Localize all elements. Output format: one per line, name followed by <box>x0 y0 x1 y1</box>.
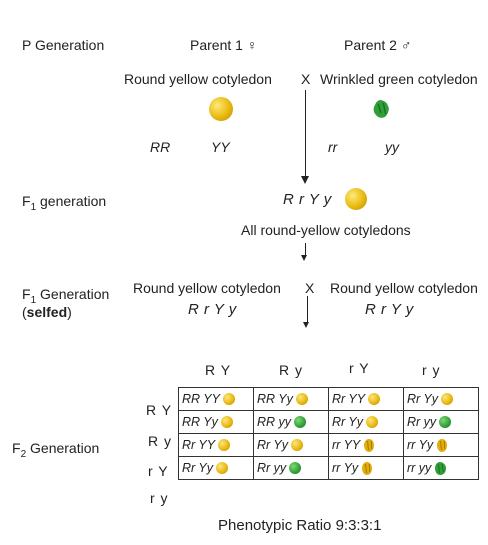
punnett-cell: RR YY <box>178 387 254 411</box>
punnett-cell: RR Yy <box>253 387 329 411</box>
f2-col-header-3: r Y <box>349 360 370 376</box>
parent2-phenotype: Wrinkled green cotyledon <box>320 71 478 87</box>
punnett-cell: Rr yy <box>403 410 479 434</box>
f1-round-yellow-pea-icon <box>345 188 367 210</box>
cell-genotype: Rr yy <box>257 461 287 475</box>
wrinkled-yellow-pea-icon <box>362 461 373 475</box>
p-cross-symbol: X <box>301 71 311 87</box>
selfed-left-genotype: R r Y y <box>188 301 237 318</box>
f1-description: All round-yellow cotyledons <box>241 222 411 238</box>
p-generation-label: P Generation <box>22 37 105 53</box>
cell-genotype: rr Yy <box>407 438 434 452</box>
phenotypic-ratio: Phenotypic Ratio 9:3:3:1 <box>218 517 382 534</box>
p-to-f1-arrow-line <box>305 90 306 178</box>
selfed-cross-symbol: X <box>305 280 315 296</box>
parent2-genotype-y: yy <box>385 139 399 155</box>
punnett-cell: Rr YY <box>178 433 254 457</box>
cell-genotype: rr yy <box>407 461 432 475</box>
cell-genotype: RR yy <box>257 415 292 429</box>
cell-genotype: Rr Yy <box>332 415 364 429</box>
wrinkled-yellow-pea-icon <box>364 438 375 452</box>
f2-col-header-4: r y <box>422 362 441 378</box>
f1-generation-label: F1 generation <box>22 193 107 213</box>
round-yellow-pea-icon <box>222 393 235 405</box>
selfed-note: (selfed) <box>22 304 72 320</box>
p-to-f1-arrow-head <box>301 176 309 184</box>
round-green-pea-icon <box>294 416 307 428</box>
punnett-cell: rr YY <box>328 433 404 457</box>
cell-genotype: rr Yy <box>332 461 359 475</box>
round-yellow-pea-icon <box>441 393 454 405</box>
round-yellow-pea-icon <box>218 439 231 451</box>
round-yellow-pea-icon <box>209 97 233 121</box>
punnett-cell: Rr Yy <box>178 456 254 480</box>
cell-genotype: RR YY <box>182 392 220 406</box>
parent2-genotype-r: rr <box>328 139 338 155</box>
punnett-cell: rr yy <box>403 456 479 480</box>
punnett-cell: RR yy <box>253 410 329 434</box>
parent1-genotype-y: YY <box>211 139 230 155</box>
cell-genotype: Rr Yy <box>182 461 214 475</box>
wrinkled-yellow-pea-icon <box>437 438 448 452</box>
selfed-to-f2-arrow-head <box>303 322 309 328</box>
round-yellow-pea-icon <box>220 416 233 428</box>
f2-col-header-1: R Y <box>205 362 232 378</box>
f1-selfed-label: F1 Generation <box>22 286 110 306</box>
punnett-cell: Rr Yy <box>403 387 479 411</box>
selfed-to-f2-arrow-line <box>307 296 308 324</box>
selfed-right-genotype: R r Y y <box>365 301 414 318</box>
selfed-left-phenotype: Round yellow cotyledon <box>133 280 281 296</box>
parent2-label: Parent 2 ♂ <box>344 37 412 53</box>
punnett-cell: RR Yy <box>178 410 254 434</box>
punnett-row: RR Yy RR yy Rr Yy Rr yy <box>178 410 479 434</box>
punnett-cell: rr Yy <box>328 456 404 480</box>
cell-genotype: Rr Yy <box>407 392 439 406</box>
cell-genotype: Rr Yy <box>257 438 289 452</box>
f1-to-selfed-arrow-head <box>301 255 307 261</box>
wrinkled-green-pea-icon <box>373 100 389 118</box>
round-yellow-pea-icon <box>295 393 308 405</box>
round-yellow-pea-icon <box>216 462 229 474</box>
punnett-row: Rr YY Rr Yy rr YY rr Yy <box>178 433 479 457</box>
cell-genotype: Rr YY <box>332 392 366 406</box>
cell-genotype: rr YY <box>332 438 361 452</box>
cell-genotype: RR Yy <box>257 392 293 406</box>
f2-row-header-3: r Y <box>148 463 169 479</box>
punnett-cell: rr Yy <box>403 433 479 457</box>
round-green-pea-icon <box>439 416 452 428</box>
f2-col-header-2: R y <box>279 362 303 378</box>
parent1-genotype-r: RR <box>150 139 171 155</box>
cell-genotype: Rr YY <box>182 438 216 452</box>
wrinkled-green-pea-icon <box>435 461 447 475</box>
parent1-phenotype: Round yellow cotyledon <box>124 71 272 87</box>
cell-genotype: RR Yy <box>182 415 218 429</box>
round-yellow-pea-icon <box>368 393 381 405</box>
f2-row-header-1: R Y <box>146 402 173 418</box>
punnett-row: RR YY RR Yy Rr YY Rr Yy <box>178 387 479 411</box>
f2-row-header-4: r y <box>150 490 169 506</box>
f1-to-selfed-arrow-line <box>305 243 306 257</box>
punnett-cell: Rr YY <box>328 387 404 411</box>
cell-genotype: Rr yy <box>407 415 437 429</box>
round-yellow-pea-icon <box>366 416 379 428</box>
punnett-row: Rr Yy Rr yy rr Yy rr yy <box>178 456 479 480</box>
parent1-label: Parent 1 ♀ <box>190 37 258 53</box>
selfed-right-phenotype: Round yellow cotyledon <box>330 280 478 296</box>
punnett-square: RR YY RR Yy Rr YY Rr Yy RR Yy RR yy Rr Y… <box>178 387 479 480</box>
f1-genotype: R r Y y <box>283 191 332 208</box>
f2-generation-label: F2 Generation <box>12 440 100 460</box>
round-green-pea-icon <box>289 462 302 474</box>
punnett-cell: Rr Yy <box>328 410 404 434</box>
round-yellow-pea-icon <box>291 439 304 451</box>
punnett-cell: Rr Yy <box>253 433 329 457</box>
f2-row-header-2: R y <box>148 433 172 449</box>
punnett-cell: Rr yy <box>253 456 329 480</box>
